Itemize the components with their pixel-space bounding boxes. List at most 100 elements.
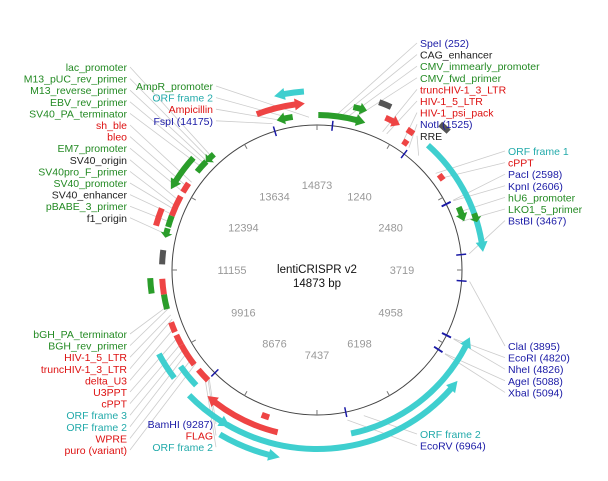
feature-label[interactable]: NheI (4826) <box>508 364 563 376</box>
feature-label[interactable]: EcoRV (6964) <box>420 441 486 453</box>
feature-label[interactable]: ORF frame 2 <box>420 429 481 441</box>
feature-label[interactable]: WPRE <box>96 433 128 445</box>
feature-arc-red[interactable] <box>436 172 446 182</box>
restriction-site-marker[interactable] <box>456 279 467 282</box>
feature-label[interactable]: CAG_enhancer <box>420 50 493 62</box>
feature-arc-green[interactable] <box>194 159 209 174</box>
feature-label[interactable]: delta_U3 <box>85 375 127 387</box>
feature-label[interactable]: M13_pUC_rev_primer <box>24 74 128 86</box>
restriction-site-marker[interactable] <box>210 368 219 377</box>
feature-label[interactable]: SV40_origin <box>70 155 127 167</box>
feature-label[interactable]: EM7_promoter <box>58 143 128 155</box>
feature-arc-green[interactable] <box>160 227 173 238</box>
feature-label[interactable]: EcoRI (4820) <box>508 353 570 365</box>
restriction-site-marker[interactable] <box>441 201 452 208</box>
feature-arc-red[interactable] <box>207 396 279 436</box>
feature-arc-cyan[interactable] <box>156 352 177 380</box>
feature-label[interactable]: HIV-1_psi_pack <box>420 108 494 120</box>
feature-label[interactable]: NotI (1525) <box>420 119 473 131</box>
restriction-site-marker[interactable] <box>331 120 334 131</box>
feature-arc-green[interactable] <box>165 214 175 228</box>
feature-label[interactable]: truncHIV-1_3_LTR <box>420 84 507 96</box>
feature-label[interactable]: Ampicillin <box>169 104 214 116</box>
feature-label[interactable]: SpeI (252) <box>420 38 469 50</box>
feature-label[interactable]: FLAG <box>186 431 213 443</box>
restriction-site-marker[interactable] <box>272 126 278 137</box>
feature-arc-green[interactable] <box>352 102 368 115</box>
feature-label[interactable]: CMV_fwd_primer <box>420 73 502 85</box>
feature-label[interactable]: ORF frame 2 <box>66 422 127 434</box>
feature-label[interactable]: bGH_PA_terminator <box>33 329 127 341</box>
feature-label[interactable]: sh_ble <box>96 120 127 132</box>
feature-label[interactable]: HIV-1_5_LTR <box>64 352 127 364</box>
feature-arc-green[interactable] <box>318 112 366 126</box>
restriction-site-marker[interactable] <box>441 332 452 339</box>
feature-label[interactable]: BGH_rev_primer <box>48 341 127 353</box>
feature-arc-red[interactable] <box>180 181 192 194</box>
restriction-site-marker[interactable] <box>400 149 408 159</box>
feature-label[interactable]: AmpR_promoter <box>136 81 214 93</box>
feature-label[interactable]: PacI (2598) <box>508 169 562 181</box>
feature-label[interactable]: M13_reverse_primer <box>30 85 127 97</box>
feature-label[interactable]: FspI (14175) <box>153 116 213 128</box>
feature-arc-cyan[interactable] <box>178 364 199 388</box>
feature-label[interactable]: puro (variant) <box>65 445 127 457</box>
feature-arc-red[interactable] <box>168 194 184 217</box>
feature-label[interactable]: pBABE_3_primer <box>46 201 128 213</box>
feature-arc-gray[interactable] <box>438 121 451 134</box>
feature-arc-green[interactable] <box>276 112 294 125</box>
feature-label[interactable]: ORF frame 3 <box>66 410 127 422</box>
feature-label[interactable]: hU6_promoter <box>508 192 576 204</box>
feature-label[interactable]: HIV-1_5_LTR <box>420 96 483 108</box>
feature-arc-red[interactable] <box>196 367 211 383</box>
restriction-site-marker[interactable] <box>456 253 467 256</box>
feature-label[interactable]: KpnI (2606) <box>508 181 563 193</box>
feature-label[interactable]: XbaI (5094) <box>508 387 563 399</box>
feature-label[interactable]: ClaI (3895) <box>508 341 560 353</box>
feature-label[interactable]: ORF frame 1 <box>508 146 569 158</box>
restriction-site-marker[interactable] <box>433 346 443 353</box>
feature-arc-cyan[interactable] <box>186 393 230 427</box>
feature-label[interactable]: CMV_immearly_promoter <box>420 61 540 73</box>
feature-arc-gray[interactable] <box>159 249 167 265</box>
feature-arc-cyan[interactable] <box>218 431 280 461</box>
feature-label[interactable]: AgeI (5088) <box>508 376 563 388</box>
feature-arc-cyan[interactable] <box>425 142 488 252</box>
feature-label[interactable]: cPPT <box>508 158 534 170</box>
feature-label[interactable]: SV40_enhancer <box>52 190 128 202</box>
feature-arc-green[interactable] <box>160 293 170 310</box>
feature-label[interactable]: EBV_rev_primer <box>50 97 128 109</box>
feature-label[interactable]: ORF frame 2 <box>152 442 213 454</box>
feature-arc-gray[interactable] <box>378 99 393 110</box>
feature-arc-red[interactable] <box>173 333 184 347</box>
feature-label[interactable]: BamHI (9287) <box>148 419 213 431</box>
feature-label[interactable]: lac_promoter <box>66 62 128 74</box>
feature-arc-green[interactable] <box>455 205 468 222</box>
feature-arc-green[interactable] <box>147 277 155 294</box>
feature-arc-red[interactable] <box>159 278 167 295</box>
feature-arc-red[interactable] <box>260 411 271 421</box>
feature-label[interactable]: SV40_PA_terminator <box>29 108 127 120</box>
feature-arc-red[interactable] <box>153 207 165 227</box>
feature-arc-red[interactable] <box>384 114 400 127</box>
feature-label[interactable]: cPPT <box>101 399 127 411</box>
feature-label[interactable]: RRE <box>420 131 442 143</box>
feature-label[interactable]: f1_origin <box>87 213 127 225</box>
feature-arc-green[interactable] <box>170 155 196 190</box>
feature-label[interactable]: truncHIV-1_3_LTR <box>41 364 128 376</box>
feature-arc-red[interactable] <box>401 138 410 147</box>
feature-label[interactable]: U3PPT <box>93 387 127 399</box>
feature-label[interactable]: SV40_promoter <box>53 178 127 190</box>
feature-arc-red[interactable] <box>255 98 305 118</box>
feature-arc-red[interactable] <box>405 126 416 137</box>
feature-arc-cyan[interactable] <box>274 88 305 100</box>
feature-label[interactable]: BstBI (3467) <box>508 216 566 228</box>
feature-arc-red[interactable] <box>178 343 197 367</box>
feature-arc-red[interactable] <box>168 321 178 334</box>
feature-label[interactable]: bleo <box>107 132 127 144</box>
feature-arc-green[interactable] <box>469 212 482 223</box>
feature-arc-green[interactable] <box>205 152 216 163</box>
restriction-site-marker[interactable] <box>344 407 348 418</box>
feature-label[interactable]: ORF frame 2 <box>152 93 213 105</box>
feature-label[interactable]: SV40pro_F_primer <box>38 166 127 178</box>
